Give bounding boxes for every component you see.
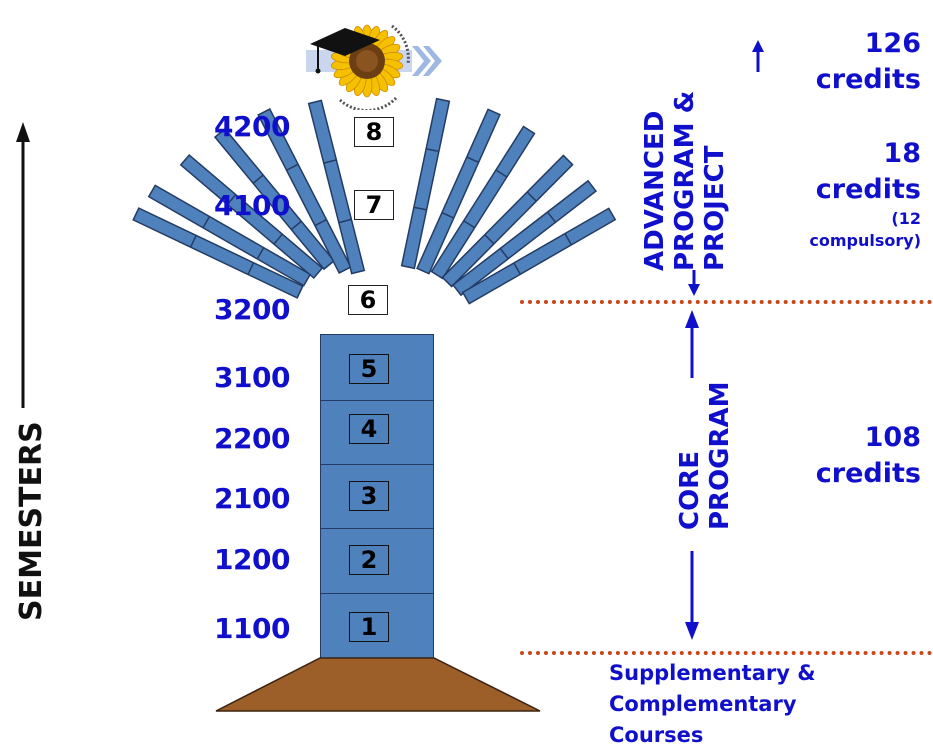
branch-divider: [314, 218, 327, 227]
semester-code-2200: 2200: [214, 422, 290, 455]
branch-divider: [513, 262, 521, 275]
sunflower-graduation-logo: [306, 24, 442, 110]
semester-code-1100: 1100: [214, 612, 290, 645]
semester-code-2100: 2100: [214, 482, 290, 515]
branch: [132, 207, 304, 299]
branch-divider: [495, 169, 508, 178]
semester-code-3200: 3200: [214, 293, 290, 326]
semester-box-1: 1: [349, 612, 389, 642]
branch: [416, 108, 501, 275]
supplementary-line-1: Supplementary &: [609, 661, 816, 685]
trunk-segment-4: [320, 400, 434, 465]
semester-box-5: 5: [349, 354, 389, 384]
branch-divider: [290, 220, 302, 231]
supplementary-line-2: Complementary: [609, 692, 797, 716]
semester-code-1200: 1200: [214, 543, 290, 576]
branch-divider: [425, 148, 440, 153]
semester-code-4100: 4100: [214, 189, 290, 222]
supplementary-line-3: Courses: [609, 723, 704, 747]
total-credits-unit: credits: [815, 64, 921, 95]
branch-divider: [463, 220, 476, 229]
total-credits-arrow: [752, 40, 764, 72]
divider-core-supplementary: [520, 651, 932, 655]
branch-divider: [338, 218, 352, 224]
semester-box-3: 3: [349, 481, 389, 511]
core-credits: 108 credits: [816, 420, 921, 492]
branch-divider: [441, 212, 455, 219]
semester-box-6: 6: [348, 285, 388, 315]
total-credits-value: 126: [864, 28, 921, 59]
branch: [430, 125, 536, 280]
branch-divider: [499, 247, 509, 260]
semester-code-4200: 4200: [214, 110, 290, 143]
advanced-credits-unit: credits: [815, 174, 921, 205]
advanced-credits-value: 18: [883, 138, 921, 169]
branch-divider: [546, 211, 557, 223]
advanced-program-label: ADVANCED PROGRAM & PROJECT: [640, 90, 730, 271]
core-range-arrow: [685, 310, 699, 640]
divider-advanced-core: [520, 300, 932, 304]
branch-divider: [466, 156, 479, 164]
branch-divider: [526, 191, 537, 202]
semesters-axis-arrow: [16, 122, 30, 408]
branch-divider: [286, 163, 299, 171]
semester-box-8: 8: [354, 117, 394, 147]
branch-divider: [273, 233, 283, 245]
core-program-label: CORE PROGRAM: [675, 381, 735, 530]
branch: [461, 207, 617, 305]
core-credits-value: 108: [864, 422, 921, 453]
soil-base: [215, 657, 541, 712]
core-credits-unit: credits: [815, 458, 921, 489]
branch-divider: [252, 174, 264, 184]
branch: [441, 154, 574, 288]
branch: [307, 99, 366, 275]
branch-divider: [189, 235, 197, 248]
branch-divider: [226, 194, 237, 205]
branch: [400, 97, 451, 270]
branch-divider: [247, 262, 255, 275]
semester-box-4: 4: [349, 414, 389, 444]
trunk-segment-3: [320, 464, 434, 529]
branch-divider: [413, 206, 427, 211]
branch-divider: [256, 247, 265, 260]
advanced-credits-note-1: (12: [891, 209, 921, 228]
advanced-down-arrow: [688, 270, 700, 296]
supplementary-label: Supplementary & Complementary Courses: [609, 658, 816, 751]
trunk-segment-2: [320, 528, 434, 594]
semester-code-3100: 3100: [214, 361, 290, 394]
advanced-credits: 18 credits (12 compulsory): [809, 136, 921, 252]
branch-divider: [564, 233, 573, 246]
branch-divider: [484, 234, 495, 245]
branch-divider: [323, 159, 337, 164]
semester-box-2: 2: [349, 545, 389, 575]
branch-divider: [202, 216, 211, 229]
advanced-credits-note-2: compulsory): [809, 231, 921, 250]
semester-box-7: 7: [354, 190, 394, 220]
branch: [451, 179, 598, 297]
total-credits: 126 credits: [816, 26, 921, 98]
